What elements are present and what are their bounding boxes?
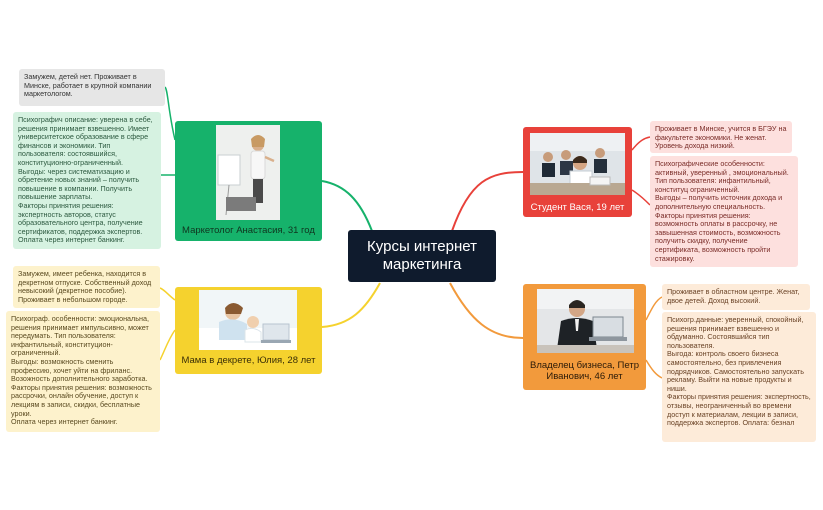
- yulia-photo: [199, 290, 297, 350]
- link-anastasia: [321, 180, 373, 232]
- link-petr-top: [645, 296, 663, 321]
- link-vasya: [451, 171, 524, 232]
- note-anastasia-info: Замужем, детей нет. Проживает в Минске, …: [19, 69, 165, 106]
- anastasia-photo: [216, 125, 280, 220]
- central-topic-title: Курсы интернет маркетинга: [367, 238, 477, 273]
- node-yulia-caption: Мама в декрете, Юлия, 28 лет: [181, 355, 316, 366]
- node-petr[interactable]: Владелец бизнеса, Петр Иванович, 46 лет: [523, 284, 646, 390]
- petr-photo: [537, 289, 634, 353]
- link-anastasia-top: [164, 86, 176, 141]
- node-yulia[interactable]: Мама в декрете, Юлия, 28 лет: [175, 287, 322, 374]
- note-petr-info: Проживает в областном центре. Женат, дво…: [662, 284, 810, 310]
- link-yulia: [321, 282, 381, 328]
- node-anastasia-caption: Маркетолог Анастасия, 31 год: [182, 225, 315, 236]
- node-petr-caption: Владелец бизнеса, Петр Иванович, 46 лет: [530, 360, 639, 382]
- node-vasya-caption: Студент Вася, 19 лет: [530, 202, 625, 213]
- note-petr-psychographics: Психогр.данные: уверенный, спокойный, ре…: [662, 312, 816, 442]
- link-vasya-top: [631, 136, 651, 151]
- note-anastasia-psychographics: Психографич описание: уверена в себе, ре…: [13, 112, 161, 249]
- note-vasya-psychographics: Психографические особенности: активный, …: [650, 156, 798, 267]
- node-anastasia[interactable]: Маркетолог Анастасия, 31 год: [175, 121, 322, 241]
- link-vasya-psy: [631, 189, 651, 206]
- vasya-photo: [530, 133, 625, 195]
- node-vasya[interactable]: Студент Вася, 19 лет: [523, 127, 632, 217]
- link-yulia-top: [159, 287, 176, 301]
- link-yulia-psy: [159, 329, 176, 361]
- central-topic[interactable]: Курсы интернет маркетинга: [348, 230, 496, 282]
- note-vasya-info: Проживает в Минске, учится в БГЭУ на фак…: [650, 121, 792, 153]
- note-yulia-info: Замужем, имеет ребенка, находится в декр…: [13, 266, 160, 308]
- link-petr-psy: [645, 359, 663, 379]
- note-yulia-psychographics: Психограф. особенности: эмоциональна, ре…: [6, 311, 160, 432]
- link-petr: [449, 282, 524, 339]
